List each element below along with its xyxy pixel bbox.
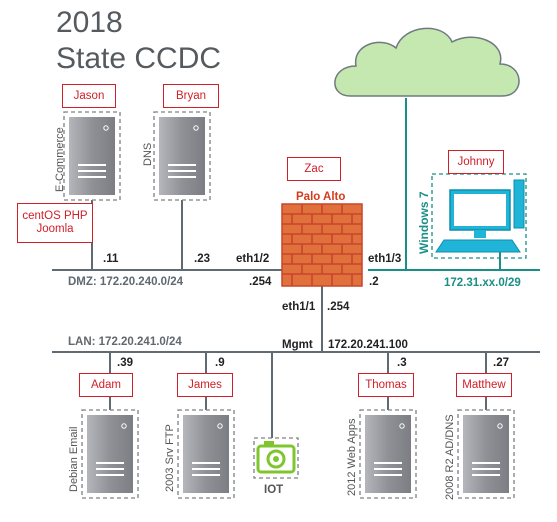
- host-ip-23: .23: [194, 253, 210, 265]
- windows7-label: Windows 7: [417, 191, 431, 254]
- port-eth1-3: eth1/3: [368, 253, 402, 265]
- tag-zac: Zac: [287, 157, 341, 181]
- web-apps-server-icon: [359, 409, 417, 499]
- eth1-1-ip: .254: [327, 301, 350, 313]
- ecommerce-server-icon: [63, 111, 121, 201]
- dns-label: DNS: [142, 142, 154, 166]
- iot-camera-icon: [253, 437, 299, 479]
- mgmt-ip: 172.20.241.100: [328, 339, 408, 351]
- ecommerce-label: E-Commerce: [54, 127, 66, 192]
- diagram-title: State CCDC: [56, 42, 222, 75]
- diagram-year: 2018: [56, 6, 123, 39]
- debian-email-server-icon: [81, 409, 139, 499]
- host-ip-9: .9: [215, 357, 225, 369]
- host-ip-27: .27: [493, 357, 509, 369]
- web-apps-label: 2012 Web Apps: [346, 418, 358, 496]
- firewall-label: Palo Alto: [296, 191, 346, 203]
- tag-johnny: Johnny: [448, 150, 504, 174]
- host-ip-39: .39: [117, 357, 133, 369]
- external-network-label: 172.31.xx.0/29: [444, 277, 521, 289]
- tag-centos-php-joomla: centOS PHP Joomla: [17, 203, 93, 243]
- tag-jason: Jason: [62, 84, 116, 108]
- eth1-2-ip: .254: [249, 276, 272, 288]
- port-eth1-1: eth1/1: [282, 301, 316, 313]
- host-ip-3: .3: [397, 357, 407, 369]
- windows-pc-icon: [431, 173, 527, 259]
- tag-james: James: [177, 373, 233, 397]
- eth1-3-ip: .2: [369, 276, 379, 288]
- ftp-label: 2003 Srv FTP: [164, 424, 176, 492]
- tag-bryan: Bryan: [163, 84, 219, 108]
- mgmt-label: Mgmt: [282, 339, 313, 351]
- host-ip-11: .11: [103, 253, 119, 265]
- tag-adam: Adam: [79, 373, 133, 397]
- tag-matthew: Matthew: [456, 373, 512, 397]
- lan-network-label: LAN: 172.20.241.0/24: [68, 336, 182, 348]
- iot-label: IOT: [264, 484, 284, 496]
- ad-dns-server-icon: [457, 409, 515, 499]
- ftp-server-icon: [177, 409, 235, 499]
- dns-server-icon: [153, 111, 211, 201]
- port-eth1-2: eth1/2: [236, 253, 270, 265]
- cloud-icon: [334, 27, 520, 97]
- ad-dns-label: 2008 R2 AD/DNS: [444, 414, 456, 500]
- debian-email-label: Debian Email: [68, 426, 80, 492]
- tag-thomas: Thomas: [358, 373, 414, 397]
- dmz-network-label: DMZ: 172.20.240.0/24: [68, 276, 184, 288]
- firewall-icon: [281, 203, 363, 287]
